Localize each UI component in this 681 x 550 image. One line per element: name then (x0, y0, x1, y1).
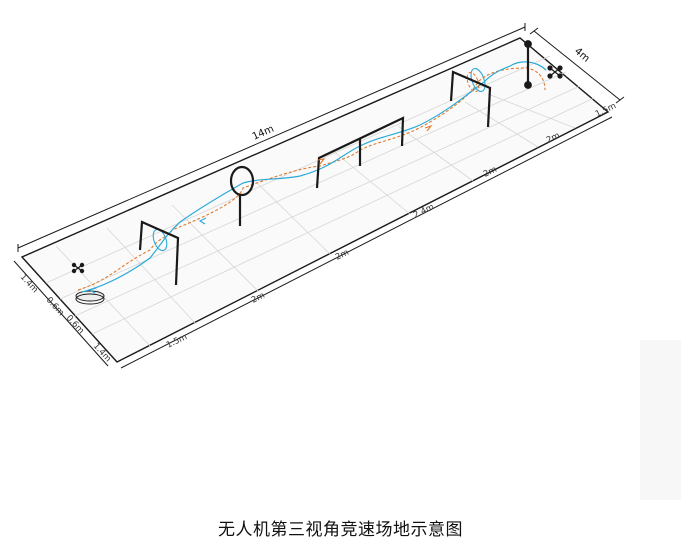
gate-double-bar (315, 116, 405, 189)
loop-near-last-gate-orange (466, 71, 480, 93)
ring-gate (229, 165, 255, 226)
direction-arrows (88, 124, 433, 294)
loop-near-last-gate (470, 67, 486, 93)
figure-caption: 无人机第三视角竞速场地示意图 (218, 520, 463, 540)
gate-last (449, 70, 492, 128)
edge-fade (640, 340, 681, 500)
floor-grid (45, 55, 595, 347)
pole-marker (524, 40, 532, 89)
flight-path-return (81, 61, 547, 293)
start-edge-label-1: 1.4m (18, 272, 40, 295)
loop-near-first-gate (152, 228, 168, 252)
landing-pad-icon (75, 290, 105, 305)
drone-icon (547, 65, 563, 79)
field-floor (20, 37, 610, 363)
width-label: 4m (572, 46, 591, 65)
dimension-lines (13, 23, 625, 369)
length-label: 14m (251, 124, 276, 143)
gate-1 (138, 220, 180, 286)
drone-icon (71, 262, 85, 274)
